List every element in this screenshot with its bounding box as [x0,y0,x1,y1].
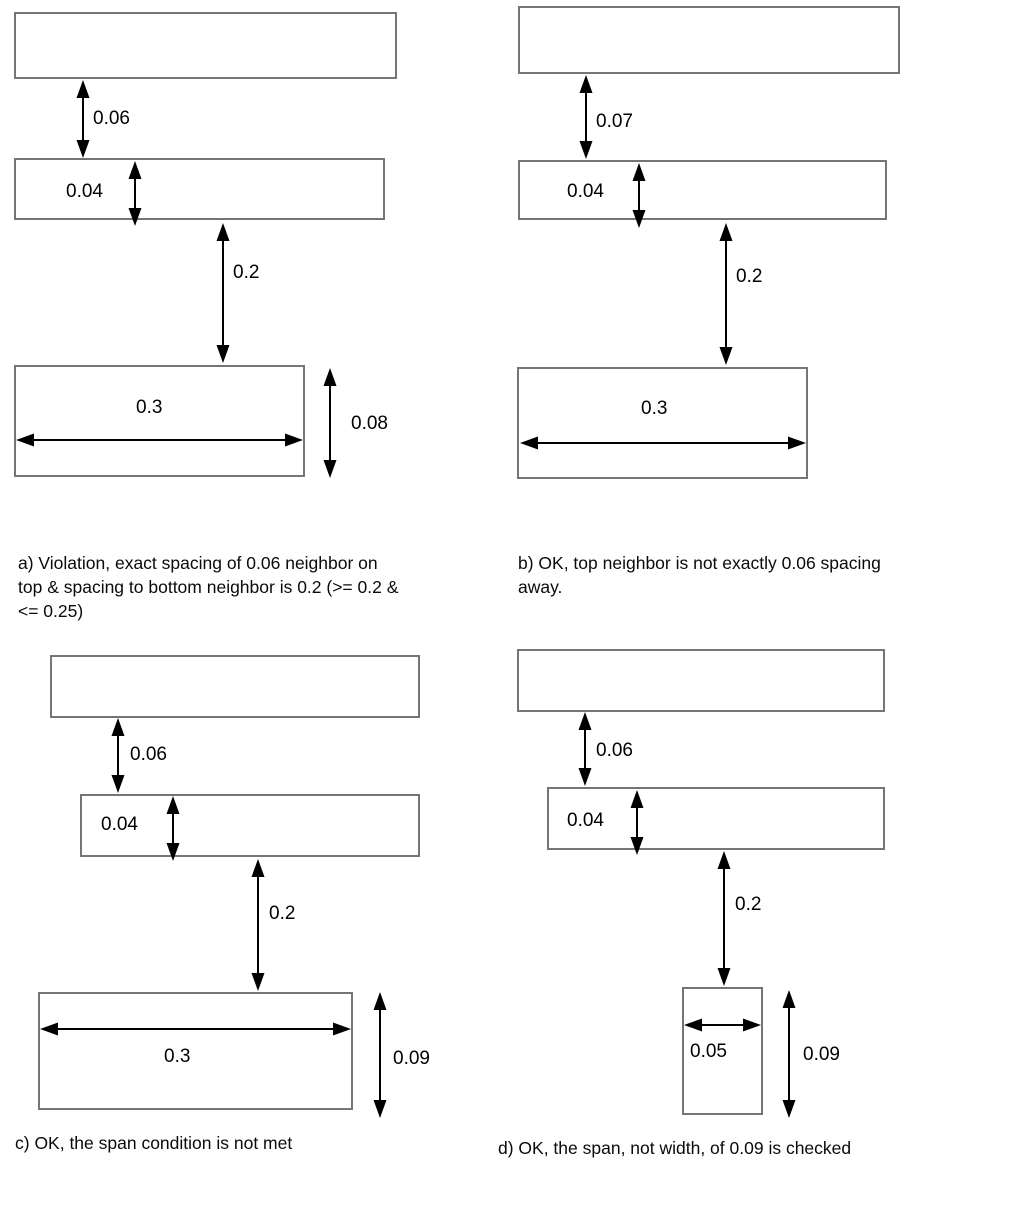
panel-d-bottom-h-arrow [684,1018,761,1032]
panel-c-mid-height-arrow [166,796,180,861]
panel-b-bottom-rect [517,367,808,479]
panel-b-top-neighbor-rect [518,6,900,74]
panel-d-bottom-rect [682,987,763,1115]
panel-a-top-neighbor-rect [14,12,397,79]
panel-c-bottom-rect [38,992,353,1110]
panel-b-top-gap-arrow [579,75,593,159]
panel-c-caption: c) OK, the span condition is not met [15,1133,293,1153]
panel-c-bottom-h-label: 0.3 [164,1046,191,1067]
panel-b-mid-height-arrow [632,163,646,228]
panel-c-bottom-gap-label: 0.2 [269,903,296,924]
panel-d-top-gap-label: 0.06 [596,740,633,761]
panel-d-bottom-v-arrow [782,990,796,1118]
panel-b-middle-rect [518,160,887,220]
panel-d-top-gap-arrow [578,712,592,786]
panel-a-bottom-h-arrow [16,433,303,447]
panel-a-bottom-h-label: 0.3 [136,397,163,418]
panel-d-mid-height-label: 0.04 [567,810,604,831]
panel-d-bottom-v-label: 0.09 [803,1044,840,1065]
panel-a-bottom-v-label: 0.08 [351,413,388,434]
panel-c-bottom-gap-arrow [251,859,265,991]
panel-c-mid-height-label: 0.04 [101,814,138,835]
panel-a-bottom-gap-label: 0.2 [233,262,260,283]
panel-b-top-gap-label: 0.07 [596,111,633,132]
panel-b-bottom-h-label: 0.3 [641,398,668,419]
panel-a-bottom-gap-arrow [216,223,230,363]
panel-d-bottom-h-label: 0.05 [690,1041,727,1062]
panel-a-top-gap-label: 0.06 [93,108,130,129]
panel-a-top-gap-arrow [76,80,90,158]
panel-a-mid-height-arrow [128,161,142,226]
panel-c-bottom-v-arrow [373,992,387,1118]
panel-d-top-neighbor-rect [517,649,885,712]
panel-c-top-gap-label: 0.06 [130,744,167,765]
panel-a-caption: a) Violation, exact spacing of 0.06 neig… [18,553,399,621]
panel-c-middle-rect [80,794,420,857]
panel-b-bottom-h-arrow [520,436,806,450]
panel-d-bottom-gap-arrow [717,851,731,986]
panel-b-mid-height-label: 0.04 [567,181,604,202]
panel-a-mid-height-label: 0.04 [66,181,103,202]
panel-d-mid-height-arrow [630,790,644,855]
panel-a-middle-rect [14,158,385,220]
panel-d-bottom-gap-label: 0.2 [735,894,762,915]
panel-c-top-gap-arrow [111,718,125,793]
panel-c-bottom-v-label: 0.09 [393,1048,430,1069]
panel-b-caption: b) OK, top neighbor is not exactly 0.06 … [518,553,881,597]
panel-c-top-neighbor-rect [50,655,420,718]
panel-d-middle-rect [547,787,885,850]
panel-d-caption: d) OK, the span, not width, of 0.09 is c… [498,1138,852,1158]
panel-b-bottom-gap-arrow [719,223,733,365]
panel-a-bottom-v-arrow [323,368,337,478]
panel-a-bottom-rect [14,365,305,477]
panel-b-bottom-gap-label: 0.2 [736,266,763,287]
panel-c-bottom-h-arrow [40,1022,351,1036]
